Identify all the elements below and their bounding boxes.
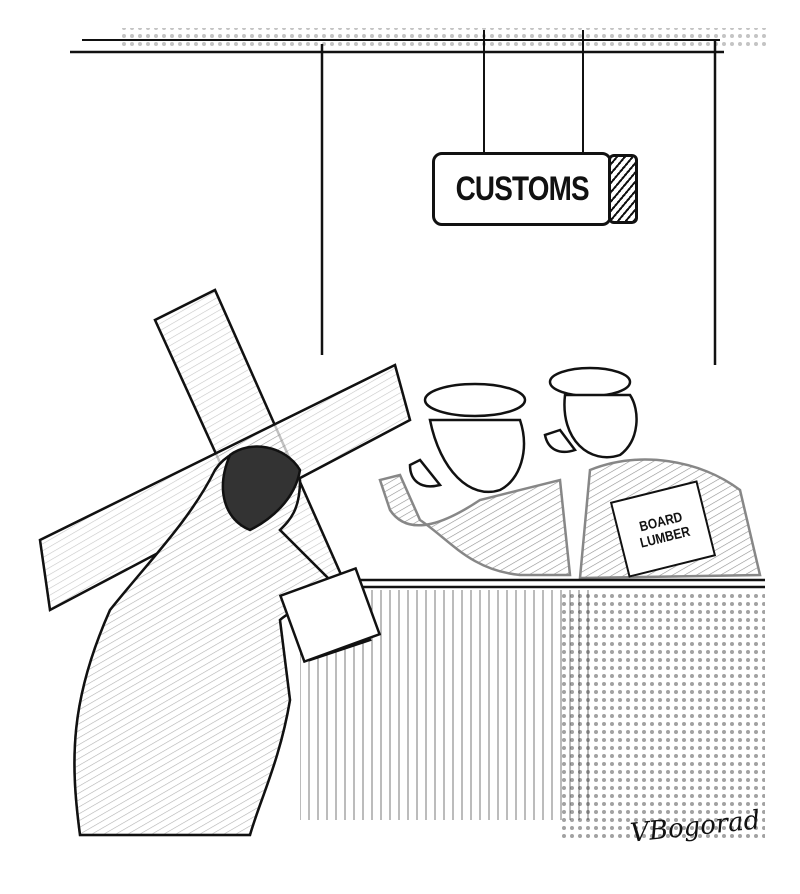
customs-sign: CUSTOMS [432,152,612,226]
customs-sign-label: CUSTOMS [455,169,589,208]
counter-halftone [560,590,765,840]
customs-sign-side [608,154,638,224]
customs-officer-pointing [378,382,572,577]
jesus-figure [73,445,382,837]
